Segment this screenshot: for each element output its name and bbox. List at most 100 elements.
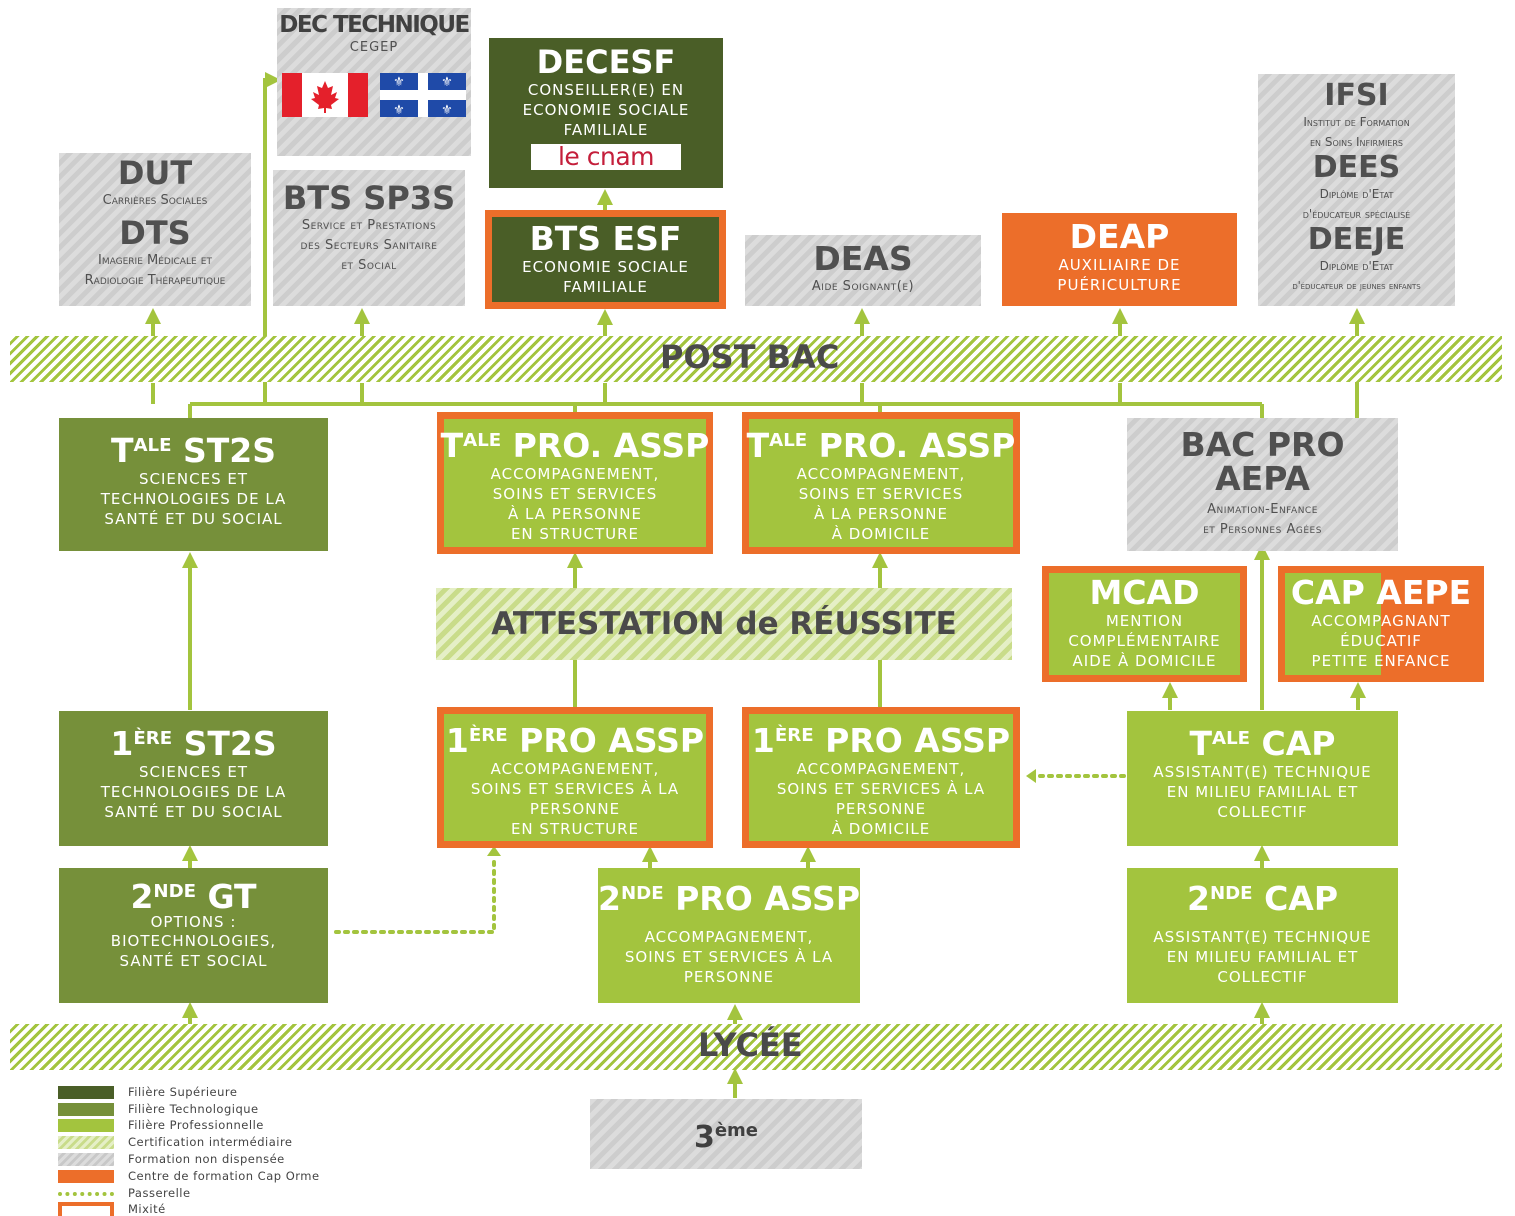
dec-technique-box: DEC TECHNIQUE CEGEP ⚜⚜ ⚜⚜ [277,8,471,156]
legend-item-professionnelle: Filière Professionnelle [58,1118,264,1132]
troisieme-title: 3ème [693,1119,759,1155]
dts-subtitle-2: Radiologie Thérapeutique [84,273,226,288]
bac-aepa-sub-2: et Personnes Agées [1203,522,1322,537]
mcad-line-3: AIDE À DOMICILE [1072,652,1217,670]
bac-pro-aepa-box: BAC PRO AEPA Animation-Enfance et Person… [1127,418,1398,551]
quebec-flag-icon: ⚜⚜ ⚜⚜ [380,73,466,117]
mcad-line-2: COMPLÉMENTAIRE [1068,632,1221,650]
bts-sp3s-title: BTS SP3S [282,179,456,217]
arrow-dec [263,72,281,404]
tale-cap-box: TALE CAP ASSISTANT(E) TECHNIQUE EN MILIE… [1127,711,1398,846]
svg-text:⚜: ⚜ [393,103,405,117]
premiere-st2s-title: 1ÈRE ST2S [110,723,277,763]
legend-item-cap-orme: Centre de formation Cap Orme [58,1169,320,1183]
dec-title: DEC TECHNIQUE [279,12,470,38]
cap-aepe-box: CAP AEPE ACCOMPAGNANT ÉDUCATIF PETITE EN… [1278,566,1484,682]
deeje-title: DEEJE [1307,222,1406,257]
deap-line-1: AUXILIAIRE DE [1058,256,1181,274]
tale-assp-domicile-line-4: À DOMICILE [831,524,931,543]
bts-esf-line-2: FAMILIALE [563,278,648,296]
legend-item-passerelle: Passerelle [58,1186,191,1200]
dts-title: DTS [119,214,191,252]
seconde-cap-line-1: ASSISTANT(E) TECHNIQUE [1153,927,1372,946]
legend-item-technologique: Filière Technologique [58,1102,259,1116]
seconde-gt-line-1: OPTIONS : [150,912,237,931]
cap-aepe-line-2: ÉDUCATIF [1340,632,1422,650]
svg-text:⚜: ⚜ [393,75,405,90]
tale-assp-structure-title: TALE PRO. ASSP [440,425,710,465]
tale-assp-structure-line-2: SOINS ET SERVICES [492,484,658,503]
attestation-reussite: ATTESTATION de RÉUSSITE [436,588,1012,660]
decesf-line-1: CONSEILLER(E) EN [527,81,685,99]
tale-st2s-title: TALE ST2S [110,430,276,470]
attestation-label: ATTESTATION de RÉUSSITE [491,606,957,642]
premiere-assp-domicile-line-2: SOINS ET SERVICES À LA [776,779,986,798]
seconde-cap-title: 2NDE CAP [1186,878,1339,918]
tale-cap-line-2: EN MILIEU FAMILIAL ET [1166,782,1359,801]
dut-dts-box: DUT Carrières Sociales DTS Imagerie Médi… [59,153,251,306]
premiere-assp-structure-line-3: PERSONNE [529,799,621,818]
tale-assp-domicile-line-2: SOINS ET SERVICES [798,484,964,503]
bts-esf-line-1: ECONOMIE SOCIALE [522,258,689,276]
seconde-assp-line-2: SOINS ET SERVICES À LA [624,947,834,966]
tale-assp-domicile-box: TALE PRO. ASSP ACCOMPAGNEMENT, SOINS ET … [742,412,1020,554]
premiere-assp-structure-box: 1ÈRE PRO ASSP ACCOMPAGNEMENT, SOINS ET S… [437,707,713,848]
seconde-assp-line-1: ACCOMPAGNEMENT, [644,927,814,946]
tale-assp-structure-line-4: EN STRUCTURE [510,524,640,543]
seconde-gt-line-3: SANTÉ ET SOCIAL [119,951,268,970]
seconde-assp-title: 2NDE PRO ASSP [598,878,861,918]
cnam-logo-text: le cnam [557,142,655,171]
mcad-box: MCAD MENTION COMPLÉMENTAIRE AIDE À DOMIC… [1042,566,1247,682]
bts-esf-box: BTS ESF ECONOMIE SOCIALE FAMILIALE [485,210,726,309]
ifsi-dees-deeje-box: IFSI Institut de Formation en Soins Infi… [1258,74,1455,306]
tale-st2s-line-1: SCIENCES ET [139,469,248,488]
premiere-assp-domicile-title: 1ÈRE PRO ASSP [751,720,1011,760]
passerelle-gt-assp [334,860,496,934]
cap-aepe-line-3: PETITE ENFANCE [1311,652,1451,670]
deap-line-2: PUÉRICULTURE [1057,276,1182,294]
lycee-band [10,1024,1502,1070]
seconde-gt-box: 2NDE GT OPTIONS : BIOTECHNOLOGIES, SANTÉ… [59,868,328,1003]
premiere-assp-domicile-box: 1ÈRE PRO ASSP ACCOMPAGNEMENT, SOINS ET S… [742,707,1020,848]
tale-cap-line-3: COLLECTIF [1217,802,1308,821]
bts-sp3s-box: BTS SP3S Service et Prestations des Sect… [273,170,465,306]
dut-subtitle: Carrières Sociales [102,193,208,208]
seconde-gt-title: 2NDE GT [130,876,257,916]
lycee-label: LYCÉE [698,1026,803,1064]
premiere-assp-structure-line-1: ACCOMPAGNEMENT, [490,759,660,778]
tale-assp-structure-box: TALE PRO. ASSP ACCOMPAGNEMENT, SOINS ET … [437,412,713,554]
premiere-assp-structure-line-4: EN STRUCTURE [510,819,640,838]
seconde-gt-line-2: BIOTECHNOLOGIES, [110,931,277,950]
bts-sp3s-line-1: Service et Prestations [301,218,437,233]
bac-aepa-sub-1: Animation-Enfance [1207,502,1318,517]
ifsi-sub-2: en Soins Infirmiers [1310,135,1403,149]
legend-item-superieure: Filière Supérieure [58,1085,237,1099]
premiere-st2s-line-2: TECHNOLOGIES DE LA [100,782,287,801]
decesf-line-2: ECONOMIE SOCIALE [522,101,690,119]
premiere-assp-domicile-line-1: ACCOMPAGNEMENT, [796,759,966,778]
seconde-assp-line-3: PERSONNE [683,967,775,986]
bts-sp3s-line-2: des Secteurs Sanitaire [300,238,438,253]
dts-subtitle-1: Imagerie Médicale et [98,253,212,268]
post-bac-band [10,336,1502,382]
ifsi-sub-1: Institut de Formation [1303,115,1410,129]
premiere-assp-domicile-line-3: PERSONNE [835,799,927,818]
decesf-title: DECESF [536,43,676,81]
deap-title: DEAP [1069,217,1170,256]
mcad-title: MCAD [1089,573,1200,612]
tale-st2s-line-3: SANTÉ ET DU SOCIAL [104,509,283,528]
svg-text:⚜: ⚜ [441,103,453,117]
tale-assp-domicile-line-3: À LA PERSONNE [814,504,948,523]
premiere-assp-structure-title: 1ÈRE PRO ASSP [445,720,705,760]
dees-sub-1: Diplôme d'Etat [1319,187,1394,201]
mcad-line-1: MENTION [1105,612,1184,630]
premiere-st2s-line-3: SANTÉ ET DU SOCIAL [104,802,283,821]
deas-title: DEAS [813,239,913,278]
bac-aepa-title-2: AEPA [1215,459,1310,498]
tale-assp-domicile-line-1: ACCOMPAGNEMENT, [796,464,966,483]
premiere-st2s-box: 1ÈRE ST2S SCIENCES ET TECHNOLOGIES DE LA… [59,711,328,846]
tale-st2s-box: TALE ST2S SCIENCES ET TECHNOLOGIES DE LA… [59,418,328,551]
deeje-sub-1: Diplôme d'Etat [1319,259,1394,273]
bts-esf-title: BTS ESF [529,219,682,258]
